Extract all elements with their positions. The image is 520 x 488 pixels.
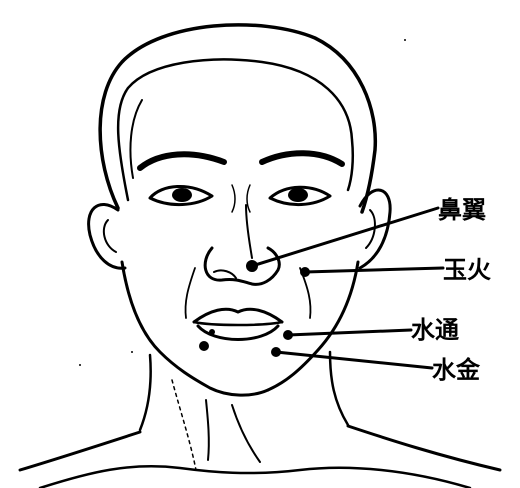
right-pupil [288,188,308,202]
neck-right [330,352,348,425]
fold-left [185,268,195,318]
left-eyebrow [140,154,224,168]
throat-crease-2 [232,405,260,462]
label-yu-huo: 玉火 [443,256,491,284]
label-shui-tong: 水通 [411,316,459,344]
throat-crease [206,400,209,460]
shoulder-right [348,426,500,470]
point-chin-left [199,341,209,351]
nose-tip [205,248,279,284]
mouth-line [194,322,282,325]
right-eyebrow [262,153,342,164]
label-bi-yi: 鼻翼 [438,196,486,224]
left-ear [89,204,125,268]
nostril-left [214,270,236,278]
left-eyelid [232,185,235,212]
speck [79,364,81,366]
leader-bi-yi [252,208,438,266]
upper-lip [194,309,282,322]
right-eyelid [247,185,250,212]
hairline [118,59,353,200]
left-pupil [172,188,192,202]
speck [404,39,406,41]
left-ear-inner [104,220,116,252]
neck-muscle [172,380,196,470]
shoulder-left [20,432,140,470]
point-chin-left-2 [209,329,215,335]
jaw-right [268,262,358,390]
nose-bridge [246,205,252,258]
speck [131,351,133,353]
head-outline [100,25,375,212]
neck-left [140,355,151,430]
leader-yu-huo [305,268,443,272]
label-shui-jin: 水金 [432,356,480,384]
collarbone [40,466,470,488]
leader-shui-tong [288,330,411,335]
leader-shui-jin [276,352,432,368]
